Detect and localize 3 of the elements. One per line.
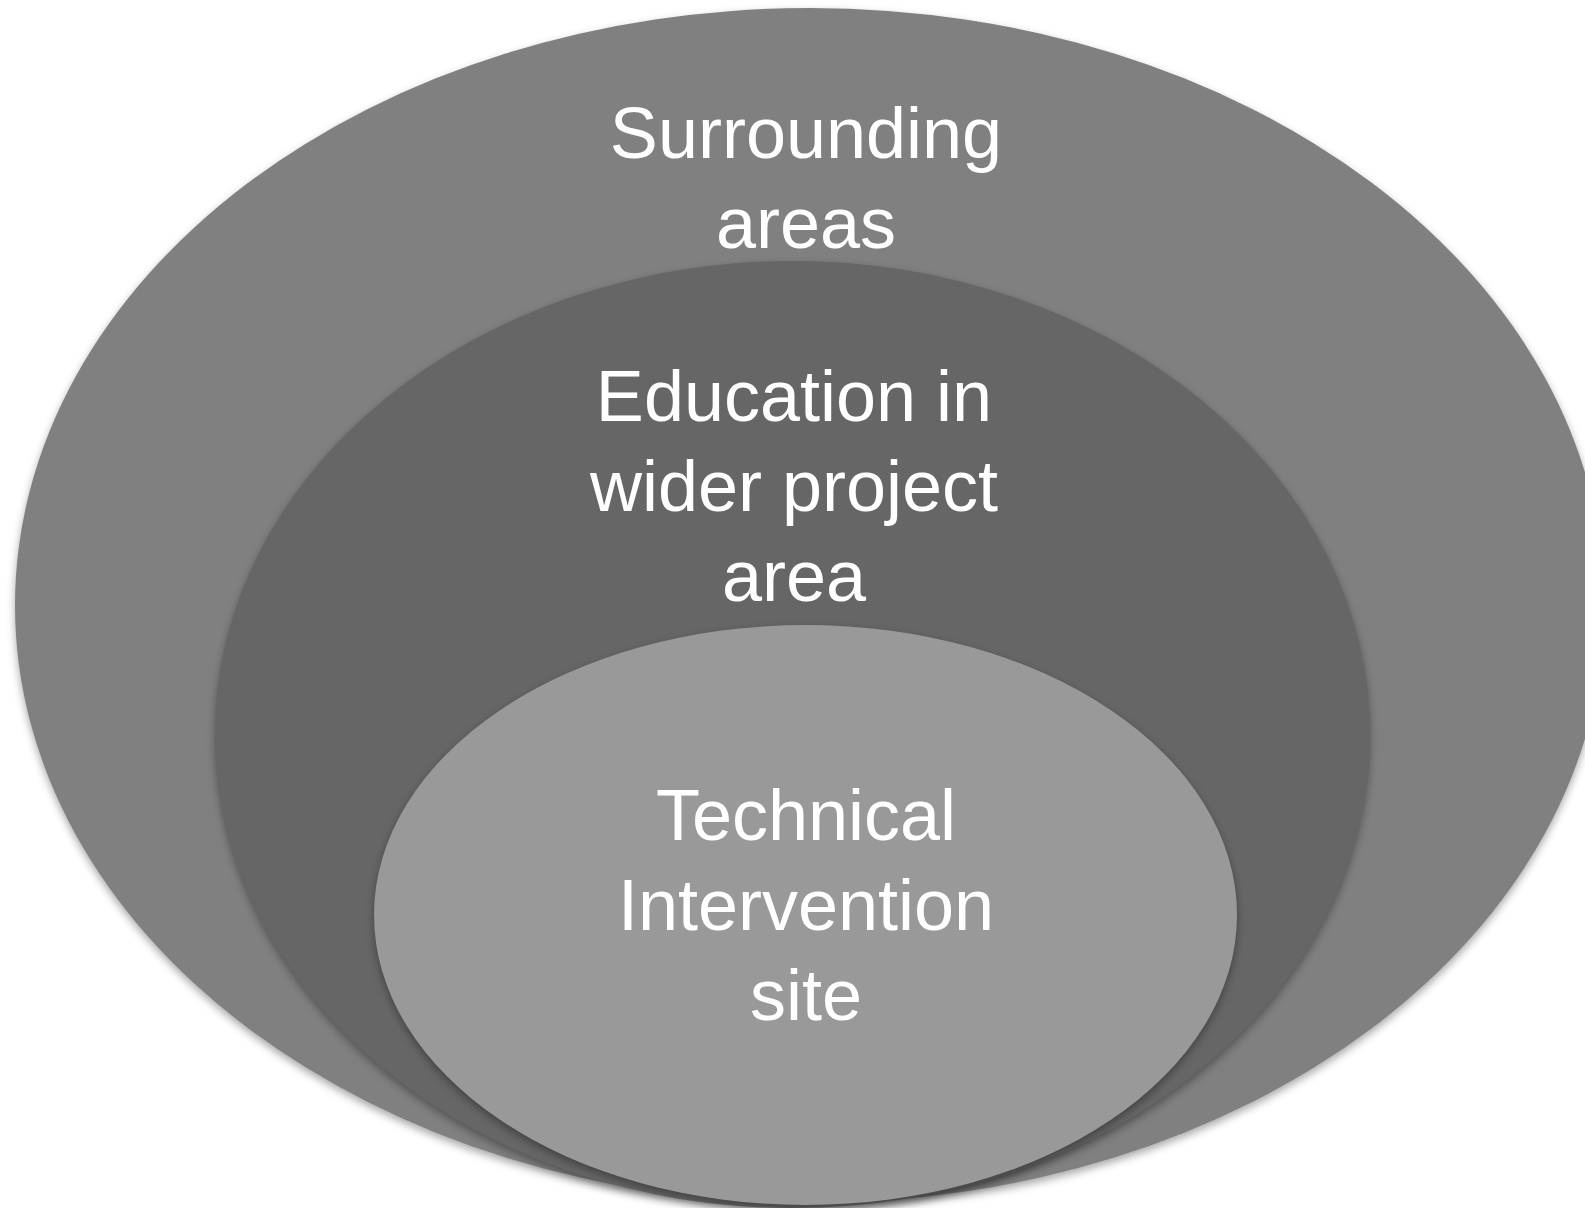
region-label: Surrounding areas (608, 92, 1004, 265)
region-label: Technical Intervention site (616, 774, 996, 1037)
region-label: Education in wider project area (588, 355, 1000, 618)
